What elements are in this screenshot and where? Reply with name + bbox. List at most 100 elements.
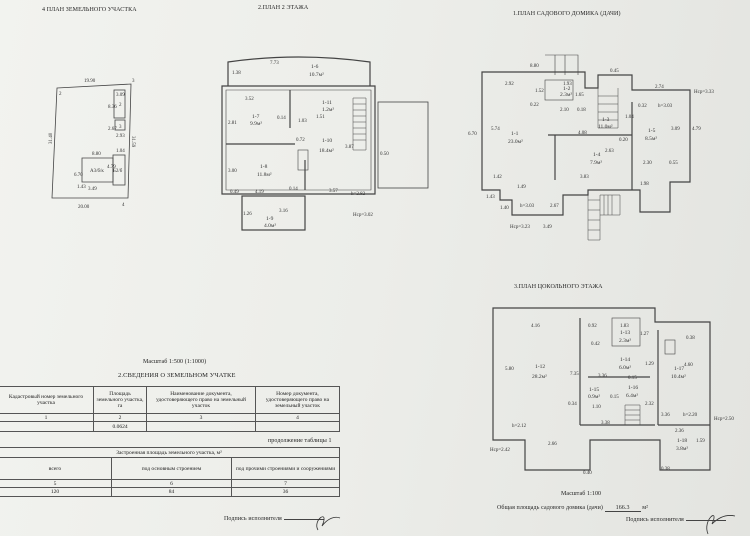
dimension: 3.16 — [279, 209, 288, 214]
table-header: Кадастровый номер земельного участка — [0, 386, 94, 414]
column-number: 6 — [111, 479, 232, 488]
dimension: 1.93 — [563, 82, 572, 87]
dimension: 2.81 — [228, 121, 237, 126]
dimension: 0.42 — [591, 342, 600, 347]
dimension: 3.49 — [543, 225, 552, 230]
table-cell — [255, 421, 340, 432]
section-title: 2.СВЕДЕНИЯ О ЗЕМЕЛЬНОМ УЧАТКЕ — [118, 372, 236, 379]
dimension: 1.98 — [640, 182, 649, 187]
site-label: А3/б/к — [90, 169, 104, 174]
table-header: под основным строением — [111, 457, 232, 480]
dimension: 3.00 — [228, 169, 237, 174]
dimension: Нср=2.50 — [714, 417, 734, 422]
second-floor-title: 2.ПЛАН 2 ЭТАЖА — [258, 5, 309, 11]
dimension: 1.52 — [535, 89, 544, 94]
dimension: 0.40 — [583, 471, 592, 476]
dimension: Нср=3.33 — [694, 90, 714, 95]
signature-line-right: Подпись исполнителя — [626, 517, 726, 523]
site-dim-left: 31.40 — [49, 132, 54, 144]
dimension: 0.34 — [568, 402, 577, 407]
dimension: 0.14 — [277, 116, 286, 121]
site-plan — [51, 83, 132, 199]
site-label: 3.09 — [116, 93, 125, 98]
site-label: 2.67 — [108, 127, 117, 132]
dimension: 0.15 — [628, 376, 637, 381]
dimension: 1.26 — [243, 212, 252, 217]
site-point: 3 — [132, 79, 135, 84]
column-number: 1 — [0, 413, 94, 422]
dimension: 0.72 — [296, 138, 305, 143]
table-header: под прочими строениями и сооружениями — [231, 457, 340, 480]
dimension: 0.38 — [661, 467, 670, 472]
room-number: 1-16 — [628, 385, 638, 391]
dimension: 3.87 — [345, 145, 354, 150]
dimension: 7.35 — [570, 372, 579, 377]
table-cell: 0.0624 — [93, 421, 147, 432]
dimension: 4.79 — [692, 127, 701, 132]
dimension: 1.49 — [517, 185, 526, 190]
room-number: 1-17 — [674, 366, 684, 372]
room-number: 1-3 — [602, 117, 610, 123]
room-number: 1-9 — [266, 216, 274, 222]
dimension: 0.50 — [380, 152, 389, 157]
dimension: 0.49 — [230, 190, 239, 195]
dimension: 1.42 — [493, 175, 502, 180]
site-label: 1.04 — [116, 149, 125, 154]
room-number: 1-15 — [589, 387, 599, 393]
site-label: 2.93 — [116, 134, 125, 139]
room-area: 10.4м² — [671, 374, 686, 380]
dimension: h=2.82 — [351, 192, 366, 197]
signature-label: Подпись исполнителя — [626, 517, 684, 523]
dimension: 0.45 — [610, 69, 619, 74]
built-area-table: Застроенная площадь земельного участка, … — [0, 447, 340, 497]
dimension: 5.80 — [505, 367, 514, 372]
dimension: 8.80 — [530, 64, 539, 69]
table-header: всего — [0, 457, 112, 480]
table-cell: 84 — [111, 487, 232, 497]
dimension: 0.14 — [289, 187, 298, 192]
dimension: 4.08 — [578, 131, 587, 136]
column-number: 4 — [255, 413, 340, 422]
site-plan-title: 4 ПЛАН ЗЕМЕЛЬНОГО УЧАСТКА — [42, 7, 137, 13]
dimension: 2.66 — [548, 442, 557, 447]
dimension: 1.40 — [500, 206, 509, 211]
site-dim-right: 31.59 — [130, 136, 135, 148]
dimension: 0.92 — [588, 324, 597, 329]
site-dim-top: 19.90 — [84, 79, 96, 84]
room-area: 0.9м² — [588, 394, 600, 400]
table-header: Площадь земельного участка, га — [93, 386, 147, 414]
dimension: 1.04 — [625, 115, 634, 120]
dimension: 2.74 — [655, 85, 664, 90]
dimension: 6.70 — [468, 132, 477, 137]
dimension: 0.20 — [619, 138, 628, 143]
site-label: 8.80 — [92, 152, 101, 157]
column-number: 3 — [146, 413, 256, 422]
room-area: 4.0м² — [264, 223, 276, 229]
dimension: 0.18 — [577, 108, 586, 113]
table-title: Застроенная площадь земельного участка, … — [0, 447, 340, 458]
table-cell: 120 — [0, 487, 112, 497]
dimension: 3.83 — [580, 175, 589, 180]
total-area-line: Общая площадь садового домика (дачи) 166… — [497, 505, 648, 512]
land-info-table: Кадастровый номер земельного участка Пло… — [0, 386, 340, 432]
basement-plan-title: 3.ПЛАН ЦОКОЛЬНОГО ЭТАЖА — [514, 284, 603, 290]
dimension: 2.63 — [605, 149, 614, 154]
basement-plan — [492, 307, 711, 471]
room-number: 1-5 — [648, 128, 656, 134]
dimension: h=3.03 — [658, 104, 673, 109]
table-header: Номер документа, удостоверяющего право н… — [255, 386, 340, 414]
room-number: 1-11 — [322, 100, 332, 106]
total-area-unit: м² — [642, 505, 649, 511]
dimension: 1.10 — [592, 405, 601, 410]
dimension: 3.09 — [671, 127, 680, 132]
dimension: 3.57 — [329, 189, 338, 194]
room-area: 11.0м² — [598, 124, 613, 130]
room-number: 1-14 — [620, 357, 630, 363]
dimension: 1.83 — [620, 324, 629, 329]
dimension: 0.32 — [638, 104, 647, 109]
site-label: 4.79 — [107, 165, 116, 170]
room-area: 11.8м² — [257, 172, 272, 178]
dimension: h=2.20 — [683, 413, 698, 418]
dimension: 2.67 — [550, 204, 559, 209]
